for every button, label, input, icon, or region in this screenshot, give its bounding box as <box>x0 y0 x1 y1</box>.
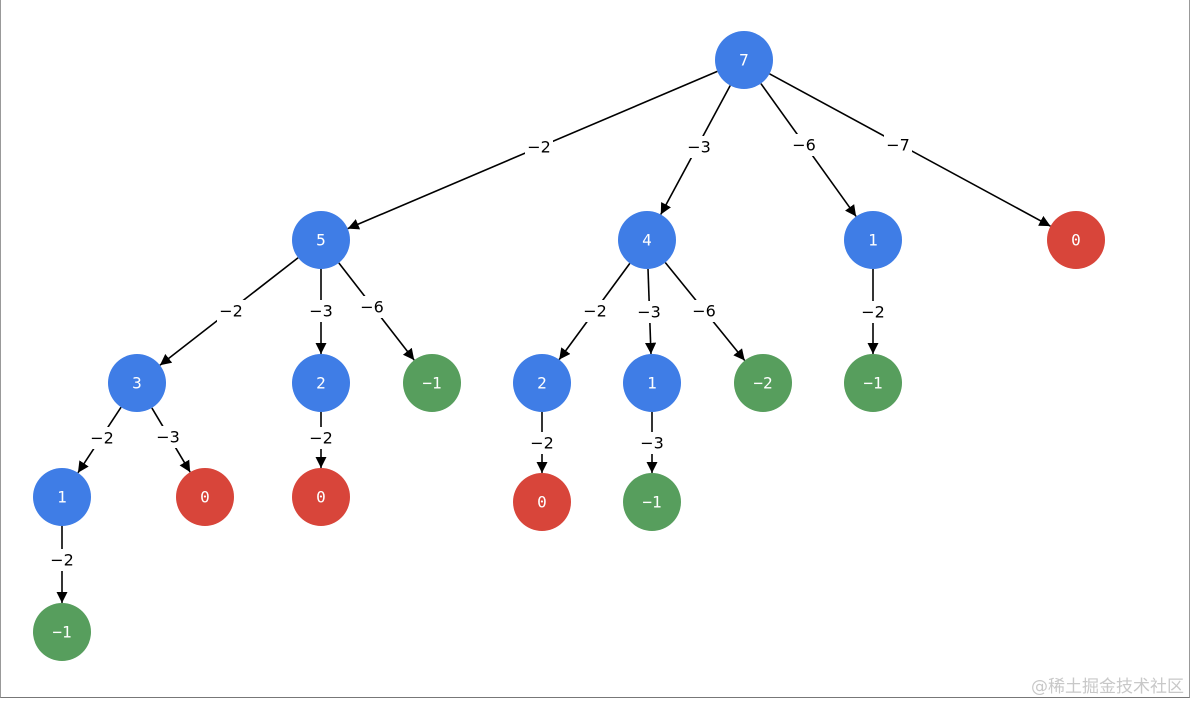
node-label: 0 <box>316 488 326 507</box>
node-circle <box>513 473 571 531</box>
edge-label-bg <box>685 136 713 158</box>
edge-label-bg <box>307 427 335 449</box>
edge-label-bg <box>154 426 182 448</box>
edge-label: −3 <box>156 428 180 447</box>
edge-label-bg <box>528 432 556 454</box>
node-circle <box>618 211 676 269</box>
node-circle <box>623 473 681 531</box>
node-label: 2 <box>537 374 547 393</box>
node-circle <box>715 31 773 89</box>
edge-label: −3 <box>640 434 664 453</box>
edge-label: −2 <box>527 138 551 157</box>
node-circle <box>844 354 902 412</box>
edge-label: −6 <box>692 302 716 321</box>
nodes-layer: 7 5 4 1 0 3 2 −1 2 1 −2 −1 1 0 0 0 −1 −1 <box>33 31 1105 661</box>
node-circle <box>403 354 461 412</box>
edge-label: −2 <box>861 303 885 322</box>
tree-node-nm1d: −1 <box>33 603 91 661</box>
edge-label: −3 <box>637 303 661 322</box>
edge-label: −3 <box>687 138 711 157</box>
node-circle <box>33 468 91 526</box>
edge-label: −6 <box>360 298 384 317</box>
node-circle <box>734 354 792 412</box>
tree-node-n4: 4 <box>618 211 676 269</box>
node-circle <box>1047 211 1105 269</box>
node-circle <box>292 468 350 526</box>
tree-node-n1c: 1 <box>33 468 91 526</box>
node-label: 1 <box>57 488 67 507</box>
node-circle <box>623 354 681 412</box>
node-label: 0 <box>200 488 210 507</box>
tree-node-nm1a: −1 <box>403 354 461 412</box>
edges-layer: −2 −3 −6 −7 −2 −3 −6 −2 −3 −6 −2 −2 −3 −2 −2 −3 −2 <box>48 70 1051 603</box>
tree-node-n3: 3 <box>108 354 166 412</box>
node-label: 3 <box>132 374 142 393</box>
tree-node-nm1c: −1 <box>623 473 681 531</box>
edge-label-bg <box>638 432 666 454</box>
edge-label: −6 <box>792 136 816 155</box>
tree-node-n5: 5 <box>292 211 350 269</box>
node-label: −1 <box>863 374 882 393</box>
edge-label-bg <box>884 134 912 156</box>
tree-node-n0c: 0 <box>292 468 350 526</box>
node-label: 7 <box>739 51 749 70</box>
node-label: 1 <box>868 231 878 250</box>
edge-label: −2 <box>530 434 554 453</box>
edge-label: −2 <box>50 551 74 570</box>
edge-label: −2 <box>219 302 243 321</box>
node-circle <box>292 211 350 269</box>
node-circle <box>108 354 166 412</box>
tree-node-n0b: 0 <box>176 468 234 526</box>
edge-label-bg <box>88 427 116 449</box>
tree-node-n2b: 2 <box>513 354 571 412</box>
edge-label: −3 <box>309 302 333 321</box>
edge-label-bg <box>48 549 76 571</box>
edge-label-bg <box>525 136 553 158</box>
node-label: −2 <box>753 374 772 393</box>
node-circle <box>176 468 234 526</box>
tree-node-n0d: 0 <box>513 473 571 531</box>
node-label: 4 <box>642 231 652 250</box>
node-label: −1 <box>52 623 71 642</box>
node-label: −1 <box>422 374 441 393</box>
node-circle <box>33 603 91 661</box>
tree-node-n7: 7 <box>715 31 773 89</box>
node-label: −1 <box>642 493 661 512</box>
edge-label: −2 <box>90 429 114 448</box>
tree-node-n1b: 1 <box>623 354 681 412</box>
tree-node-n1a: 1 <box>844 211 902 269</box>
edge-label-bg <box>307 300 335 322</box>
tree-node-nm1b: −1 <box>844 354 902 412</box>
node-label: 0 <box>537 493 547 512</box>
edge-label-bg <box>635 301 663 323</box>
tree-node-n2a: 2 <box>292 354 350 412</box>
node-circle <box>844 211 902 269</box>
edge-label: −2 <box>309 429 333 448</box>
node-circle <box>513 354 571 412</box>
node-circle <box>292 354 350 412</box>
edge-label-bg <box>581 300 609 322</box>
node-label: 2 <box>316 374 326 393</box>
edge-label: −7 <box>886 136 910 155</box>
node-label: 0 <box>1071 231 1081 250</box>
watermark-text: @稀土掘金技术社区 <box>1031 677 1184 697</box>
edge-label-bg <box>859 301 887 323</box>
tree-node-nm2: −2 <box>734 354 792 412</box>
node-label: 1 <box>647 374 657 393</box>
node-label: 5 <box>316 231 326 250</box>
edge-label: −2 <box>583 302 607 321</box>
edge-label-bg <box>358 296 386 318</box>
tree-node-n0a: 0 <box>1047 211 1105 269</box>
edge-label-bg <box>790 134 818 156</box>
edge-label-bg <box>690 300 718 322</box>
edge-label-bg <box>217 300 245 322</box>
